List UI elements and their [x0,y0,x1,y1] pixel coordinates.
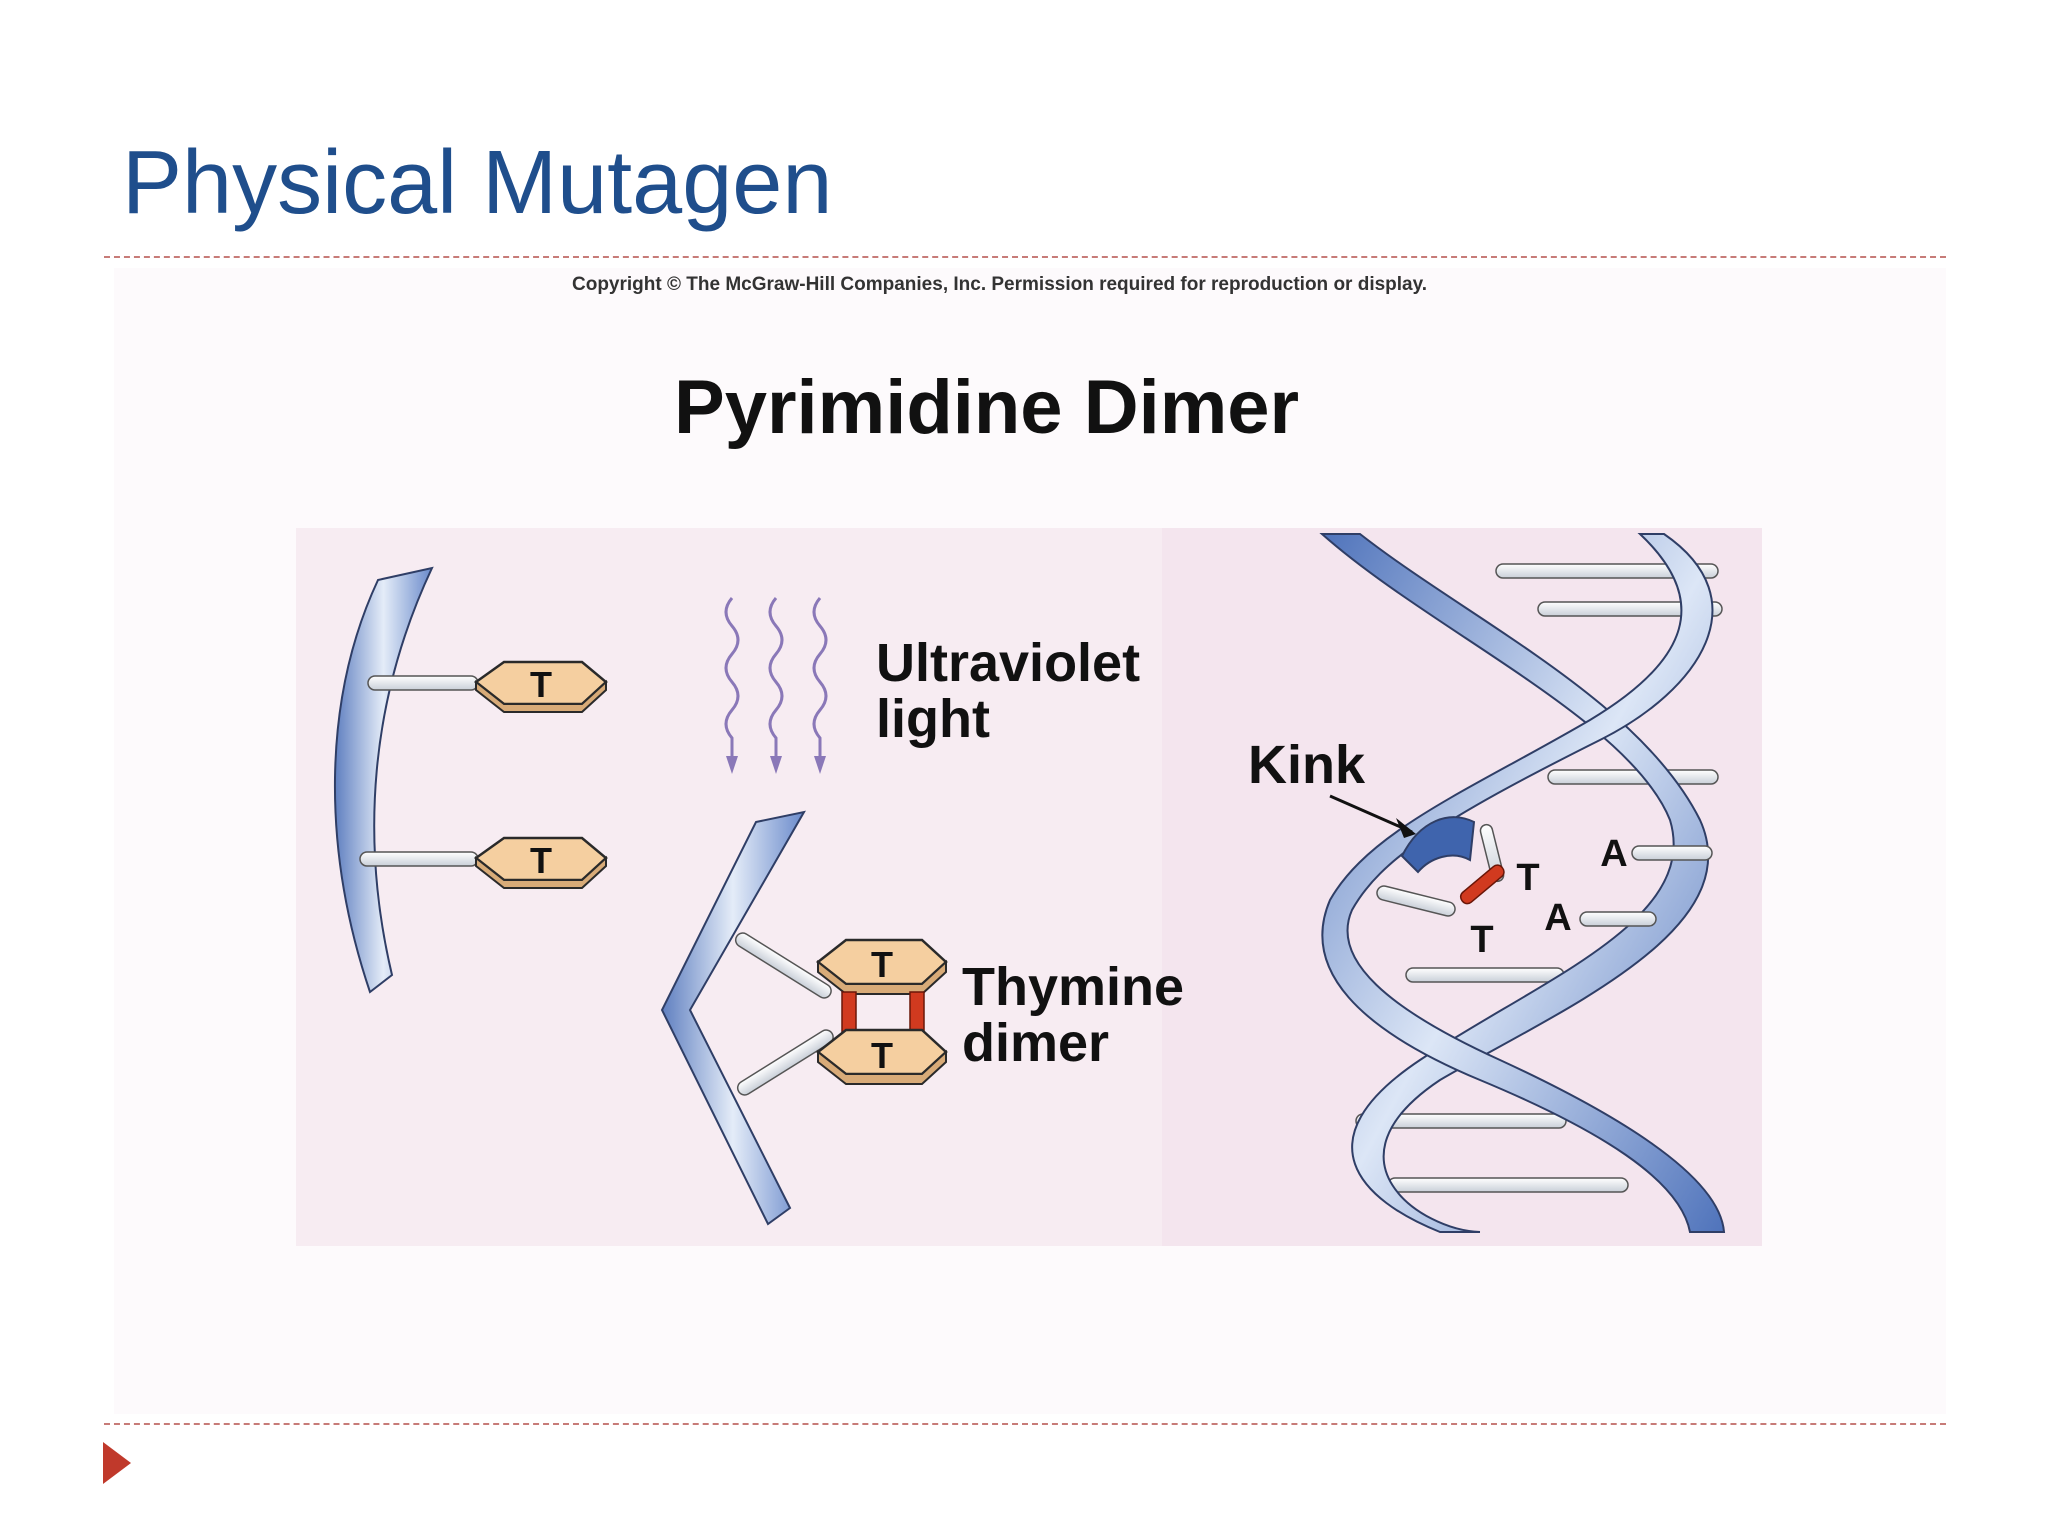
sugar-link-lower [359,851,479,867]
double-helix: T T A A [1319,533,1726,1233]
sugar-link-dimer-lower [736,1029,834,1096]
adenine-rods [1579,845,1713,927]
thymine-letter: T [530,664,552,705]
thymine-base-dimer-upper: T [815,938,948,995]
title-divider [104,256,1946,258]
helix-adenine-label-upper: A [1600,833,1627,875]
backbone-left [333,566,434,994]
dimer-label-line2: dimer [962,1013,1110,1073]
uv-label-line1: Ultraviolet [876,633,1141,693]
dimer-strand: T T [660,810,948,1226]
kink-label: Kink [1248,735,1366,795]
sugar-link-dimer-upper [734,932,832,999]
thymine-base-upper: T [473,660,608,713]
bottom-divider [104,1423,1946,1425]
slide-title: Physical Mutagen [122,133,833,233]
thymine-base-dimer-lower: T [815,1028,948,1085]
helix-adenine-label-lower: A [1544,897,1571,939]
helix-strand-back [1319,533,1709,1233]
backbone-kinked [660,810,806,1226]
figure-title: Pyrimidine Dimer [674,365,1300,450]
uv-light-waves [724,597,828,774]
helix-thymine-label-upper: T [1516,857,1539,899]
thymine-letter: T [871,1035,893,1076]
helix-strand-front [1321,533,1726,1233]
normal-strand: T T [333,566,608,994]
helix-thymine-label-lower: T [1470,919,1493,961]
thymine-letter: T [530,840,552,881]
thymine-base-lower: T [473,836,608,889]
base-pair-rods [1355,563,1723,1193]
thymine-letter: T [871,944,893,985]
copyright-notice: Copyright © The McGraw-Hill Companies, I… [572,274,1428,295]
kink-thymines [1376,823,1505,917]
bullet-arrow-icon [103,1442,131,1484]
kink-pointer [1329,794,1416,838]
kink-bulge [1400,816,1476,874]
sugar-link-upper [367,675,479,691]
uv-label-line2: light [876,689,990,749]
dimer-label-line1: Thymine [962,957,1185,1017]
